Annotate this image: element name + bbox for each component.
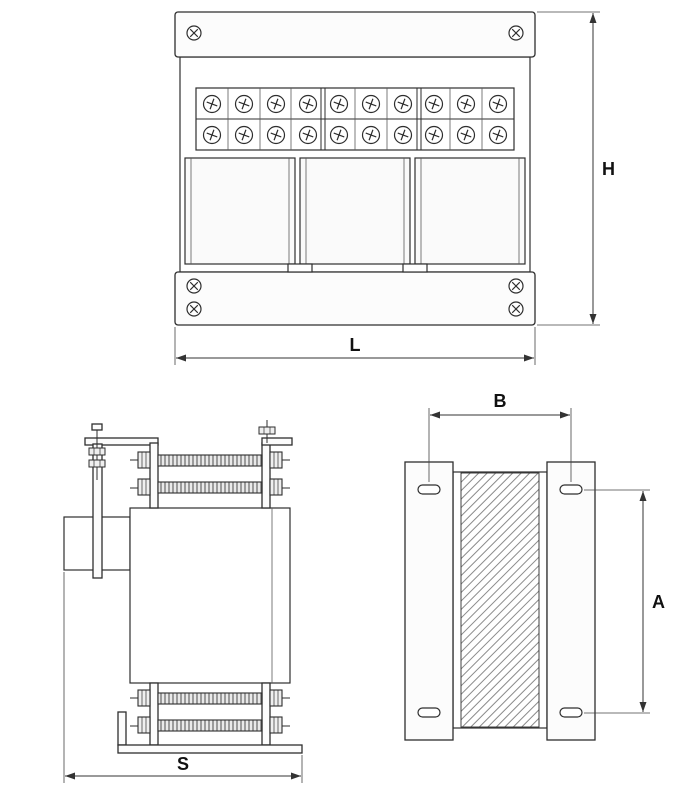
flange-screw <box>186 301 202 317</box>
threaded-rod <box>157 692 263 705</box>
mounting-slot <box>417 707 441 718</box>
terminal-screw <box>393 94 413 114</box>
coil <box>184 157 296 265</box>
mounting-slot <box>559 484 583 495</box>
flange-screw <box>508 278 524 294</box>
coil-spacer <box>402 263 428 273</box>
threaded-rod <box>157 481 263 494</box>
clamp-bracket <box>261 682 271 746</box>
plan-view: B A <box>404 391 665 741</box>
clamp-bracket <box>149 682 159 746</box>
rod-nut <box>269 689 283 707</box>
terminal-screw <box>266 94 286 114</box>
dimension-label-H: H <box>602 159 615 179</box>
mounting-slot <box>417 484 441 495</box>
flange-screw <box>508 301 524 317</box>
threaded-rod <box>157 719 263 732</box>
mounting-slot <box>559 707 583 718</box>
flange-screw <box>186 25 202 41</box>
side-view: S <box>63 420 303 783</box>
side-plate <box>546 461 596 741</box>
terminal-screw <box>298 94 318 114</box>
dimension-H: H <box>537 11 615 326</box>
terminal-screw <box>266 125 286 145</box>
flange-screw <box>186 278 202 294</box>
terminal-screw <box>456 125 476 145</box>
terminal-screw <box>488 94 508 114</box>
foot-upturn <box>117 711 127 746</box>
terminal-block <box>195 87 515 151</box>
top-right-flange <box>261 437 293 446</box>
rod-nut <box>269 478 283 496</box>
terminal-screw <box>329 125 349 145</box>
rod-nut <box>137 716 151 734</box>
coil <box>299 157 411 265</box>
coil-spacer <box>287 263 313 273</box>
mount-bolt <box>88 423 106 480</box>
terminal-screw <box>488 125 508 145</box>
terminal-screw <box>393 125 413 145</box>
top-left-flange <box>84 437 159 446</box>
terminal-screw <box>202 94 222 114</box>
dimension-S: S <box>63 572 303 783</box>
rod-nut <box>269 451 283 469</box>
clamp-bracket <box>149 442 159 509</box>
coil <box>414 157 526 265</box>
terminal-screw <box>361 94 381 114</box>
front-view: H L <box>174 11 615 365</box>
coil-windings <box>184 157 526 273</box>
top-mounting-flange <box>174 11 536 58</box>
rod-nut <box>137 689 151 707</box>
bottom-clamp-assembly <box>117 682 303 754</box>
clamp-bracket <box>261 442 271 509</box>
dimension-label-B: B <box>494 391 507 411</box>
threaded-rod <box>157 454 263 467</box>
terminal-screw <box>424 94 444 114</box>
top-clamp-assembly <box>130 420 293 509</box>
core-stack-hatch <box>460 472 540 728</box>
dimension-L: L <box>174 327 536 365</box>
mounting-foot <box>117 744 303 754</box>
flange-screw <box>508 25 524 41</box>
dimension-A: A <box>584 489 665 714</box>
terminal-screw <box>424 125 444 145</box>
dimension-B: B <box>428 391 572 482</box>
core-body <box>129 507 291 684</box>
terminal-screw <box>202 125 222 145</box>
dimension-label-A: A <box>652 592 665 612</box>
rod-nut <box>137 451 151 469</box>
dimension-label-L: L <box>350 335 361 355</box>
terminal-screw <box>361 125 381 145</box>
side-plate <box>404 461 454 741</box>
terminal-screw <box>234 125 254 145</box>
rod-nut <box>269 716 283 734</box>
terminal-screw <box>234 94 254 114</box>
dimension-label-S: S <box>177 754 189 774</box>
rod-nut <box>137 478 151 496</box>
terminal-screw <box>298 125 318 145</box>
terminal-screw <box>329 94 349 114</box>
bottom-mounting-flange <box>174 271 536 326</box>
terminal-screw <box>456 94 476 114</box>
